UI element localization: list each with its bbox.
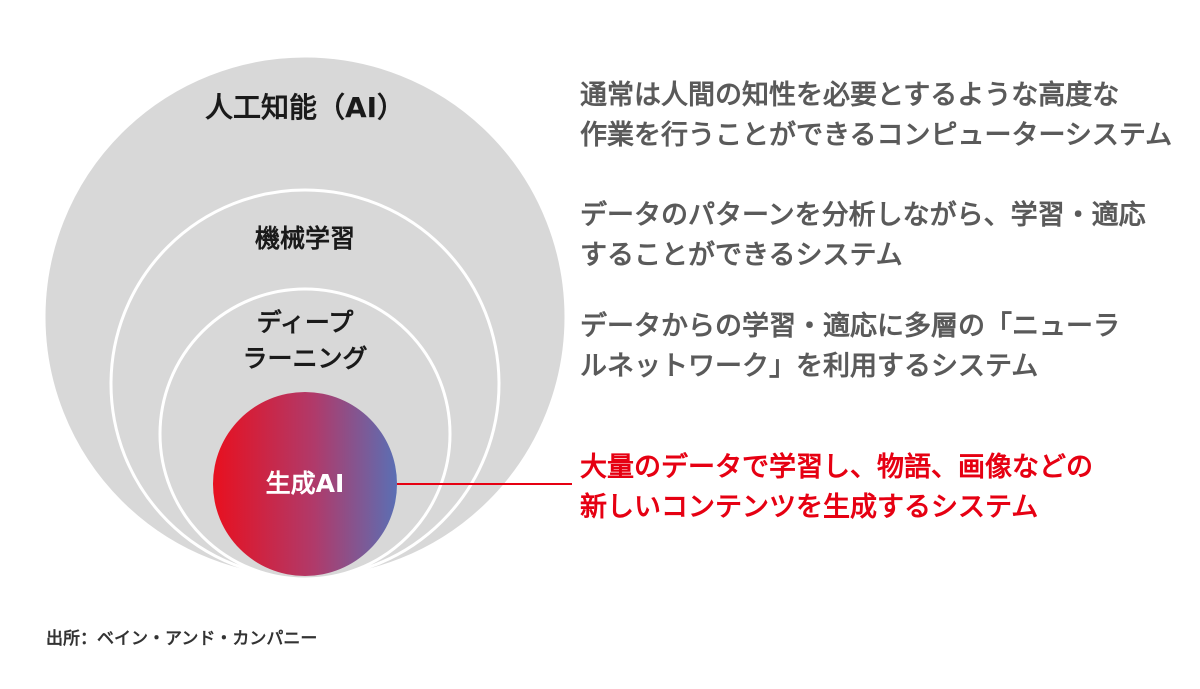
machine-learning-description: データのパターンを分析しながら、学習・適応 することができるシステム [580,196,1146,276]
deep-learning-circle-label: ディープ ラーニング [242,305,367,377]
deep-learning-description-line2: ルネットワーク」を利用するシステム [580,350,1039,382]
deep-learning-label-line2: ラーニング [242,344,368,373]
source-credit: 出所：ベイン・アンド・カンパニー [46,629,318,649]
ai-description-line1: 通常は人間の知性を必要とするような高度な [580,80,1120,111]
generative-ai-description-line1: 大量のデータで学習し、物語、画像などの [580,452,1093,483]
generative-ai-circle [213,392,397,576]
ai-label-text: 人工知能（AI） [204,91,406,124]
machine-learning-label-text: 機械学習 [254,224,356,253]
deep-learning-description-line1: データからの学習・適応に多層の「ニューラ [580,311,1120,342]
generative-ai-circle-label: 生成AI [266,466,345,501]
ai-description-line2: 作業を行うことができるコンピューターシステム [580,119,1173,151]
deep-learning-description: データからの学習・適応に多層の「ニューラ ルネットワーク」を利用するシステム [580,307,1120,387]
generative-ai-label-text: 生成AI [265,469,345,498]
ai-description: 通常は人間の知性を必要とするような高度な 作業を行うことができるコンピューターシ… [580,76,1172,156]
generative-ai-description-line2: 新しいコンテンツを生成するシステム [580,491,1039,523]
machine-learning-description-line1: データのパターンを分析しながら、学習・適応 [580,200,1146,231]
deep-learning-label-line1: ディープ [256,308,354,337]
machine-learning-circle-label: 機械学習 [255,221,355,256]
generative-ai-description: 大量のデータで学習し、物語、画像などの 新しいコンテンツを生成するシステム [580,448,1093,528]
machine-learning-description-line2: することができるシステム [580,239,903,271]
ai-circle-label: 人工知能（AI） [205,88,405,127]
